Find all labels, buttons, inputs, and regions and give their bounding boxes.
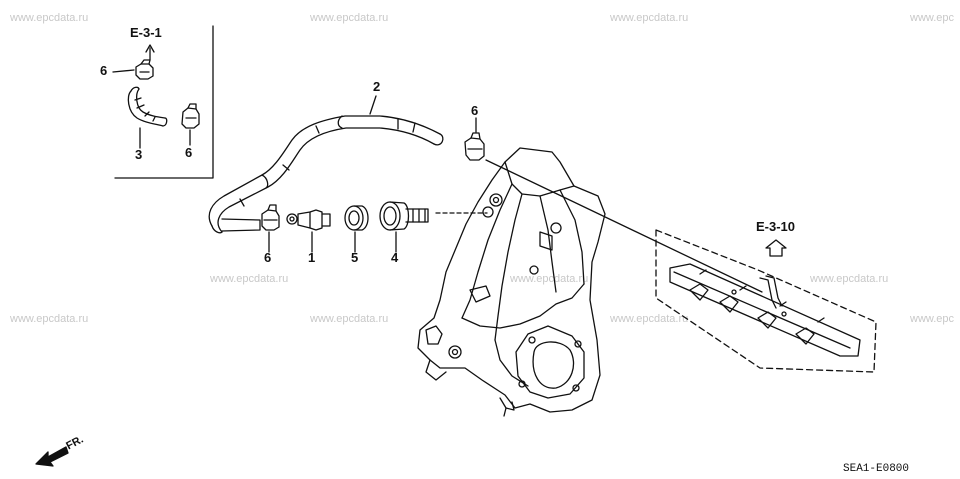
clamp-upper-right — [464, 132, 485, 161]
part-number-1[interactable]: 1 — [308, 250, 316, 265]
ref-label-e31[interactable]: E-3-1 — [130, 25, 162, 40]
watermark: www.epc — [910, 12, 955, 24]
watermark: www.epcdata.ru — [10, 313, 89, 325]
watermark: www.epcdata.ru — [610, 12, 689, 24]
part-number-2[interactable]: 2 — [373, 79, 381, 94]
part-number-6[interactable]: 6 — [100, 63, 108, 78]
pcv-valve-part-1 — [286, 209, 331, 231]
inset-frame — [114, 25, 214, 179]
part-number-6[interactable]: 6 — [471, 103, 479, 118]
fuel-rail-box — [655, 229, 877, 373]
watermark: www.epcdata.ru — [310, 12, 389, 24]
clamp-inset-top — [135, 59, 154, 80]
part-number-4[interactable]: 4 — [391, 250, 399, 265]
hose-part-2-end — [221, 218, 261, 232]
hose-part-2 — [208, 115, 444, 234]
clamp-inset-low — [181, 103, 200, 129]
fuel-rail-assembly — [669, 263, 861, 357]
hose-part-3 — [127, 86, 168, 127]
intake-manifold — [417, 147, 606, 417]
part-number-6[interactable]: 6 — [185, 145, 193, 160]
part-number-5[interactable]: 5 — [351, 250, 359, 265]
watermark: www.epcdata.ru — [810, 273, 889, 285]
watermark: www.epcdata.ru — [210, 273, 289, 285]
watermark: www.epc — [910, 313, 955, 325]
ref-arrow-e310 — [765, 239, 787, 257]
clamp-bottom — [261, 204, 280, 231]
watermark: www.epcdata.ru — [10, 12, 89, 24]
watermark: www.epcdata.ru — [610, 313, 689, 325]
grommet-part-5 — [344, 205, 369, 231]
part-number-3[interactable]: 3 — [135, 147, 143, 162]
ref-arrow-e31 — [145, 44, 155, 61]
front-direction-arrow — [35, 446, 69, 467]
watermark: www.epcdata.ru — [510, 273, 589, 285]
part-number-6[interactable]: 6 — [264, 250, 272, 265]
ref-label-e310[interactable]: E-3-10 — [756, 219, 796, 234]
watermark: www.epcdata.ru — [310, 313, 389, 325]
joint-part-4 — [379, 201, 429, 231]
diagram-code: SEA1-E0800 — [843, 463, 910, 475]
